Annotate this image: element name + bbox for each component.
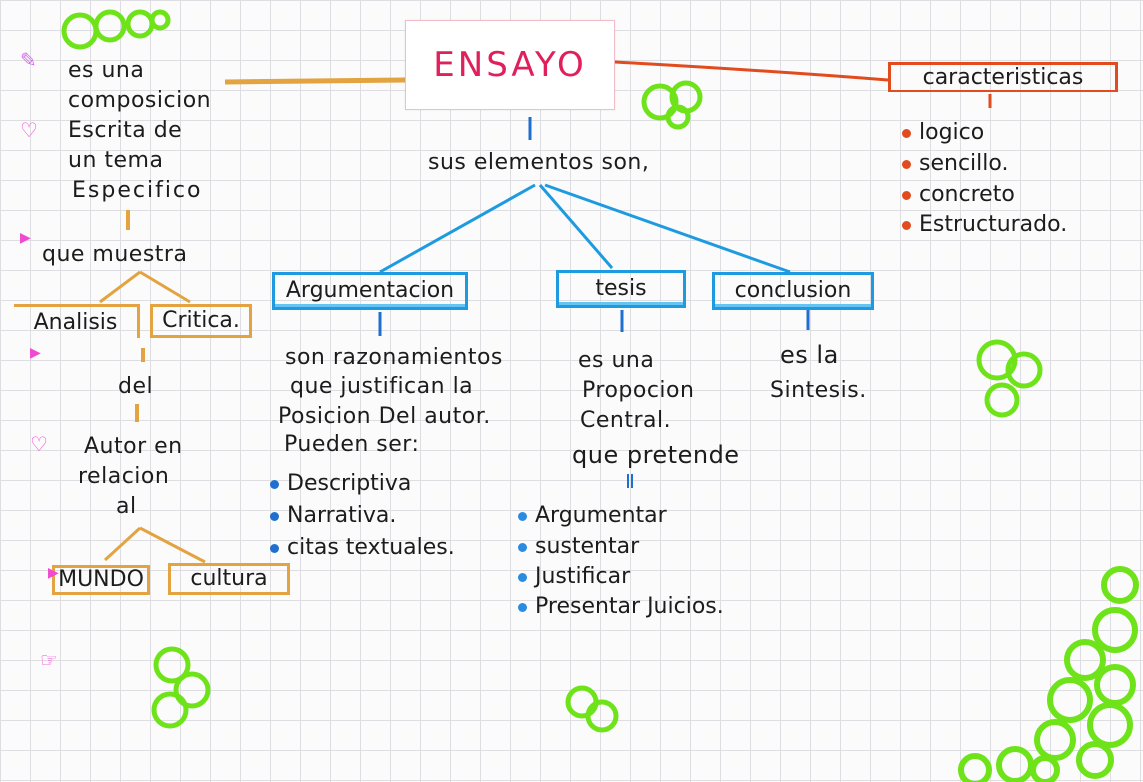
bullet-icon [270, 511, 279, 521]
conclusion-title: conclusion [734, 278, 852, 303]
argumentacion-text-3: Posicion Del autor. [278, 404, 491, 429]
green-scribble-icon [61, 9, 171, 50]
argumentacion-item: Narrativa. [270, 500, 455, 532]
mundo-text: MUNDO [58, 567, 144, 592]
heart-icon: ♡ [20, 118, 38, 142]
bullet-icon [518, 511, 527, 521]
tesis-text-4: que pretende [572, 441, 740, 469]
bullet-icon [270, 543, 279, 553]
tesis-text-1: es una [578, 348, 655, 373]
tesis-item: Argumentar [518, 500, 724, 532]
analisis-box: Analisis [14, 304, 140, 338]
que-muestra-branch [99, 270, 191, 304]
tesis-item: Justificar [518, 562, 724, 592]
title-text: ENSAYO [433, 45, 587, 85]
autor-line-3: al [116, 494, 137, 519]
branch-tesis [538, 184, 614, 269]
bullet-icon [518, 542, 527, 552]
argumentacion-title: Argumentacion [285, 278, 455, 303]
tesis-item: sustentar [518, 532, 724, 562]
critica-text: Critica. [162, 308, 240, 333]
argumentacion-text-2: que justifican la [290, 374, 474, 399]
tesis-title: tesis [595, 276, 647, 301]
bullet-icon [518, 602, 527, 612]
analisis-text: Analisis [33, 309, 118, 335]
tesis-double-stem [627, 474, 633, 488]
heart-icon: ♡ [30, 432, 48, 456]
caracteristicas-item: concreto [902, 180, 1067, 210]
que-muestra-text: que muestra [42, 242, 188, 267]
tesis-box: tesis [556, 270, 686, 308]
argumentacion-text-1: son razonamientos [285, 345, 503, 370]
caracteristicas-item: Estructurado. [902, 210, 1067, 240]
caracteristicas-item: logico [902, 118, 1067, 148]
argumentacion-box: Argumentacion [272, 272, 468, 310]
tesis-item: Presentar Juicios. [518, 592, 724, 622]
definition-line-5: Especifico [72, 178, 203, 203]
branch-argumentacion [379, 183, 536, 274]
conclusion-text-2: Sintesis. [770, 378, 867, 403]
argumentacion-item: citas textuales. [270, 532, 455, 564]
caracteristicas-title: caracteristicas [922, 64, 1084, 90]
green-scribble-icon [151, 646, 211, 729]
definition-line-2: composicion [68, 88, 212, 113]
argumentacion-item: Descriptiva [270, 468, 455, 500]
critica-box: Critica. [150, 304, 252, 338]
bullet-icon [518, 572, 527, 582]
bullet-icon [270, 479, 279, 489]
mundo-box: MUNDO [52, 565, 150, 595]
caracteristicas-item: sencillo. [902, 148, 1067, 180]
al-branch [103, 526, 206, 564]
green-scribble-icon [641, 80, 703, 130]
caracteristicas-list: logico sencillo. concreto Estructurado. [902, 118, 1067, 240]
arrow-marker-icon: ▶ [48, 565, 59, 581]
tesis-text-2: Propocion [582, 378, 695, 403]
green-scribble-icon [958, 566, 1139, 782]
title-box: ENSAYO [405, 20, 615, 110]
bullet-icon [902, 220, 911, 230]
pink-doodle-icon: ✎ [20, 48, 37, 72]
argumentacion-list: Descriptiva Narrativa. citas textuales. [270, 468, 455, 564]
bullet-icon [902, 159, 911, 169]
autor-line-1: Autor en [84, 434, 183, 459]
cultura-box: cultura [168, 563, 290, 595]
caracteristicas-box: caracteristicas [888, 62, 1118, 92]
definition-line-3: Escrita de [68, 118, 183, 143]
pink-doodle-icon: ☞ [40, 648, 58, 672]
branch-conclusion [544, 183, 791, 274]
bullet-icon [902, 190, 911, 200]
green-scribble-icon [976, 339, 1043, 418]
tesis-list: Argumentar sustentar Justificar Presenta… [518, 500, 724, 622]
argumentacion-text-4: Pueden ser: [284, 432, 420, 457]
definition-line-1: es una [68, 58, 145, 83]
del-text: del [118, 374, 154, 399]
tesis-text-3: Central. [580, 408, 672, 433]
definition-line-4: un tema [68, 148, 164, 173]
conclusion-box: conclusion [712, 272, 874, 310]
cultura-text: cultura [190, 566, 268, 591]
autor-line-2: relacion [78, 464, 170, 489]
arrow-marker-icon: ▶ [30, 345, 41, 361]
definition-connector [224, 77, 406, 85]
bullet-icon [902, 128, 911, 138]
green-scribble-icon [565, 685, 619, 733]
arrow-marker-icon: ▶ [20, 230, 31, 246]
conclusion-text-1: es la [780, 341, 839, 369]
elementos-label: sus elementos son, [428, 150, 650, 175]
caracteristicas-connector [614, 60, 889, 82]
